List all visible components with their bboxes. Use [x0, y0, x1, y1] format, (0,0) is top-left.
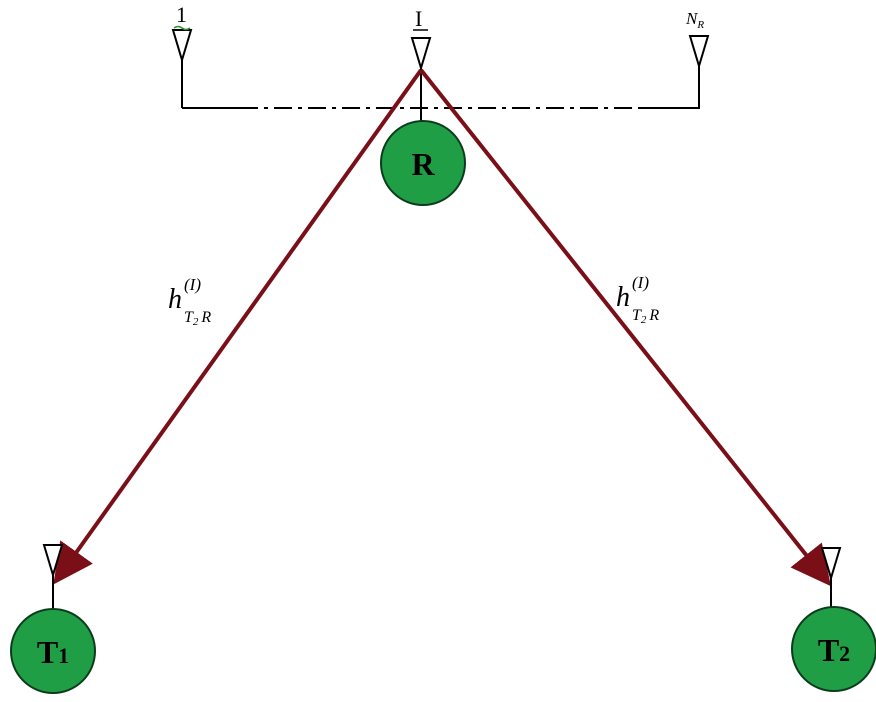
- channel-label-left-sub-index: 2: [193, 316, 199, 328]
- terminal-2-node: T2: [791, 606, 876, 692]
- terminal-2-antenna: [820, 547, 842, 607]
- channel-label-left-superscript: (I): [184, 275, 201, 294]
- relay-node-circle: [380, 120, 466, 206]
- terminal-2-antenna-icon: [820, 547, 842, 582]
- relay-node-label: R: [411, 146, 435, 182]
- antenna-i: I: [410, 6, 432, 110]
- antenna-i-label: I: [415, 6, 422, 31]
- channel-label-right-superscript: (I): [632, 273, 649, 292]
- terminal-1-label-sub: 1: [58, 643, 69, 668]
- channel-label-left-sub-main: T: [184, 309, 194, 326]
- channel-label-left-sub-tail: R: [200, 309, 211, 326]
- terminal-2-label-main: T: [818, 632, 839, 668]
- antenna-nr-label-sub: R: [696, 19, 704, 31]
- antenna-nr-label-main: N: [685, 9, 699, 28]
- antenna-array: 1 I NR: [171, 2, 710, 110]
- channel-label-right-sub-index: 2: [641, 314, 647, 326]
- antenna-1-squiggle: [173, 25, 191, 31]
- relay-node: R: [380, 120, 466, 206]
- terminal-1-node: T1: [10, 608, 96, 694]
- channel-arrow-right: [419, 68, 831, 587]
- terminal-1-label: T1: [37, 634, 69, 670]
- antenna-nr-label: NR: [685, 9, 704, 31]
- antenna-nr: NR: [685, 9, 710, 108]
- antenna-1-icon: [171, 29, 193, 64]
- terminal-2-circle: [791, 606, 876, 692]
- terminal-1-antenna: [42, 544, 64, 612]
- channel-label-right-base: h: [616, 282, 630, 313]
- antenna-1-label: 1: [176, 2, 187, 27]
- terminal-2-label: T2: [818, 632, 850, 668]
- channel-arrow-left: [53, 68, 423, 585]
- terminal-1-antenna-icon: [42, 544, 64, 579]
- channel-label-right-sub-main: T: [632, 307, 642, 324]
- antenna-nr-icon: [688, 35, 710, 70]
- terminal-1-label-main: T: [37, 634, 58, 670]
- antenna-i-icon: [410, 37, 432, 72]
- antenna-1: 1: [171, 2, 193, 108]
- terminal-2-label-sub: 2: [839, 641, 850, 666]
- channel-label-left-base: h: [168, 284, 182, 315]
- channel-label-right-sub-tail: R: [648, 307, 659, 324]
- terminal-1-circle: [10, 608, 96, 694]
